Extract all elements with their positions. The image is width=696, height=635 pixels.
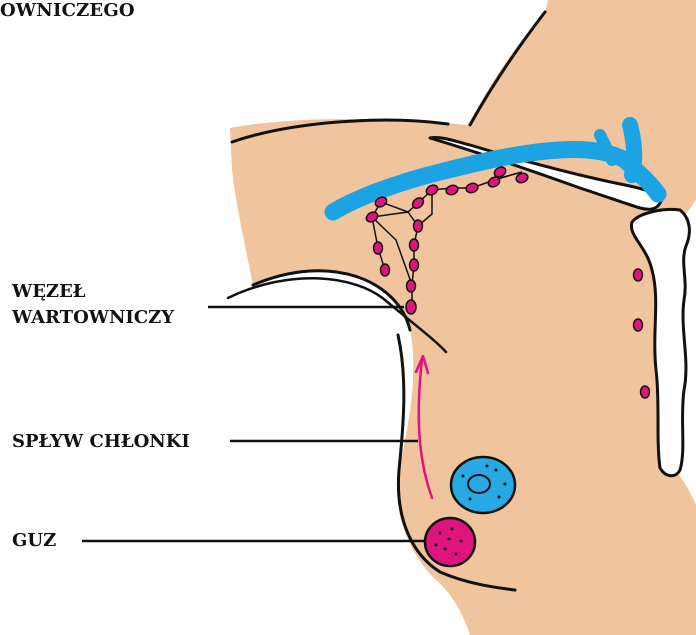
sentinel-node <box>406 300 416 314</box>
tumor <box>425 518 475 566</box>
vessel-branch-2 <box>630 125 634 175</box>
tumor-label: GUZ <box>12 528 56 554</box>
areola <box>451 457 515 513</box>
sentinel-node-label-line1: WĘZEŁ <box>12 279 174 305</box>
title-fragment: OWNICZEGO <box>0 0 135 21</box>
sentinel-node-label-line2: WARTOWNICZY <box>12 305 174 331</box>
lymph-drainage-label: SPŁYW CHŁONKI <box>12 429 190 455</box>
sentinel-node-label: WĘZEŁ WARTOWNICZY <box>12 279 174 331</box>
